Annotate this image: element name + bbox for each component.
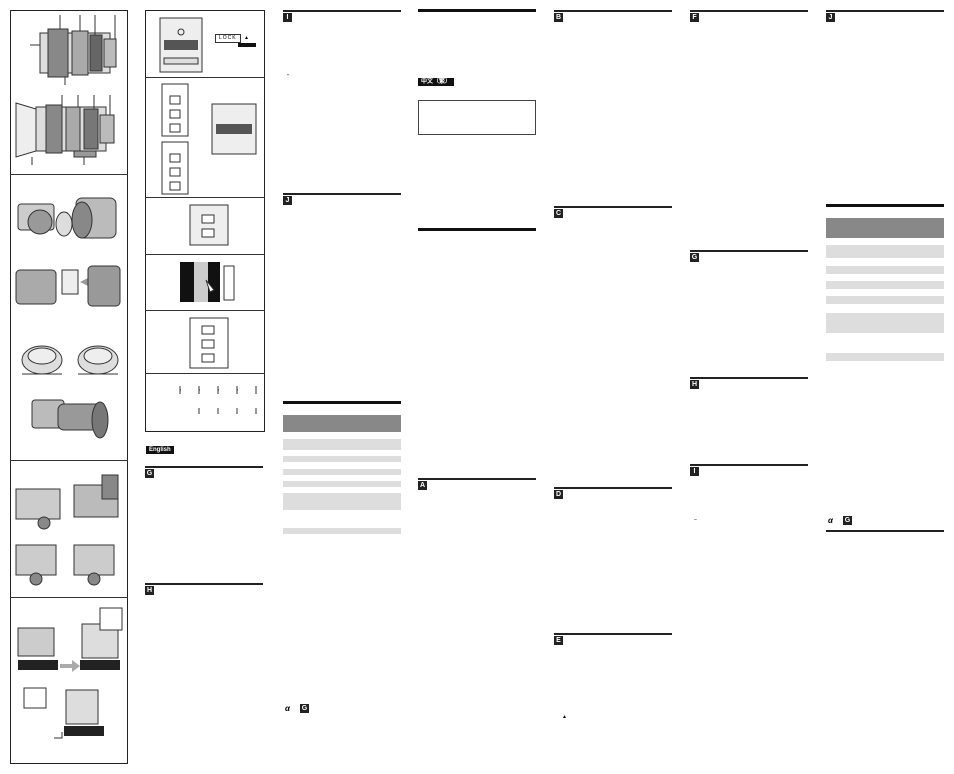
section-rule-j2 bbox=[826, 10, 944, 12]
camera-mount-illustration bbox=[15, 197, 121, 307]
switch-panel-diagram bbox=[161, 83, 257, 195]
section-letter-i: I bbox=[283, 13, 292, 22]
spec-table-row bbox=[283, 481, 401, 487]
triangle-up-icon: ▲ bbox=[562, 714, 567, 720]
section-rule-i2 bbox=[690, 464, 808, 466]
spec-table-row bbox=[826, 313, 944, 333]
section-letter-e: E bbox=[554, 636, 563, 645]
section-rule-j bbox=[283, 193, 401, 195]
section-letter-f: F bbox=[690, 13, 699, 22]
column-bottom-rule bbox=[826, 530, 944, 532]
figure-divider bbox=[145, 373, 265, 374]
figure-panel-switches bbox=[145, 10, 265, 432]
figure-divider bbox=[145, 254, 265, 255]
section-rule-h bbox=[145, 583, 263, 585]
section-rule-g2 bbox=[690, 250, 808, 252]
lock-label: LOCK bbox=[215, 34, 241, 43]
section-rule-a bbox=[418, 478, 536, 480]
alpha-logo: α bbox=[285, 704, 290, 713]
alpha-logo: α bbox=[828, 516, 833, 525]
spec-table-top-rule bbox=[283, 401, 401, 404]
spec-table-row bbox=[283, 493, 401, 510]
spec-table-row bbox=[283, 469, 401, 475]
section-rule-g bbox=[145, 466, 263, 468]
lens-hood-parts-diagram bbox=[15, 95, 115, 165]
section-letter-h2: H bbox=[690, 380, 699, 389]
language-tag-english: English bbox=[146, 446, 174, 454]
section-letter-i2: I bbox=[690, 467, 699, 476]
lock-arrow-icon: ▲ bbox=[244, 35, 249, 41]
g-master-logo: G bbox=[300, 704, 309, 713]
spec-table-row bbox=[283, 456, 401, 462]
section-letter-c: C bbox=[554, 209, 563, 218]
spec-table-row bbox=[826, 266, 944, 274]
section-rule-d bbox=[554, 487, 672, 489]
figure-divider bbox=[145, 77, 265, 78]
section-rule-c bbox=[554, 206, 672, 208]
quote-mark: " bbox=[287, 74, 289, 80]
spec-table-row bbox=[826, 353, 944, 361]
focus-ring-diagram bbox=[180, 262, 235, 302]
af-mf-switch-diagram bbox=[189, 204, 229, 246]
section-letter-d: D bbox=[554, 490, 563, 499]
g-master-logo: G bbox=[843, 516, 852, 525]
section-rule-e bbox=[554, 633, 672, 635]
spec-table-row bbox=[826, 296, 944, 304]
figure-divider bbox=[145, 310, 265, 311]
section-letter-j2: J bbox=[826, 13, 835, 22]
notice-box bbox=[418, 100, 536, 135]
figure-panel-left bbox=[10, 10, 128, 764]
section-letter-g2: G bbox=[690, 253, 699, 262]
section-letter-h: H bbox=[145, 586, 154, 595]
spec-table-row bbox=[826, 245, 944, 258]
section-letter-g: G bbox=[145, 469, 154, 478]
tripod-mount-illustration bbox=[15, 474, 119, 586]
figure-divider bbox=[10, 460, 128, 461]
lock-bar bbox=[238, 43, 256, 47]
spec-table-row bbox=[283, 439, 401, 450]
lens-barrel-switch-diagram bbox=[159, 17, 203, 73]
hood-attach-illustration bbox=[17, 607, 123, 739]
section-rule-b bbox=[554, 10, 672, 12]
section-rule-h2 bbox=[690, 377, 808, 379]
figure-divider bbox=[10, 174, 128, 175]
switch-settings-diagram bbox=[189, 317, 229, 369]
spec-table-header bbox=[826, 218, 944, 238]
column-rule bbox=[418, 228, 536, 231]
spec-table-row bbox=[826, 281, 944, 289]
spec-table-header bbox=[283, 415, 401, 432]
spec-table-row bbox=[283, 528, 401, 534]
column-top-rule bbox=[418, 9, 536, 12]
dash-mark: – bbox=[694, 517, 697, 523]
section-rule-i bbox=[283, 10, 401, 12]
figure-divider bbox=[10, 597, 128, 598]
hood-alignment-illustration bbox=[21, 345, 119, 375]
lens-parts-diagram bbox=[30, 15, 117, 85]
section-rule-f bbox=[690, 10, 808, 12]
camera-with-lens-illustration bbox=[31, 399, 109, 439]
language-tag-chinese: 中文（繁） bbox=[418, 78, 455, 86]
figure-divider bbox=[145, 197, 265, 198]
section-letter-j: J bbox=[283, 196, 292, 205]
section-letter-a: A bbox=[418, 481, 427, 490]
section-letter-b: B bbox=[554, 13, 563, 22]
focus-range-scale-diagram bbox=[179, 386, 257, 414]
spec-table-top-rule bbox=[826, 204, 944, 207]
